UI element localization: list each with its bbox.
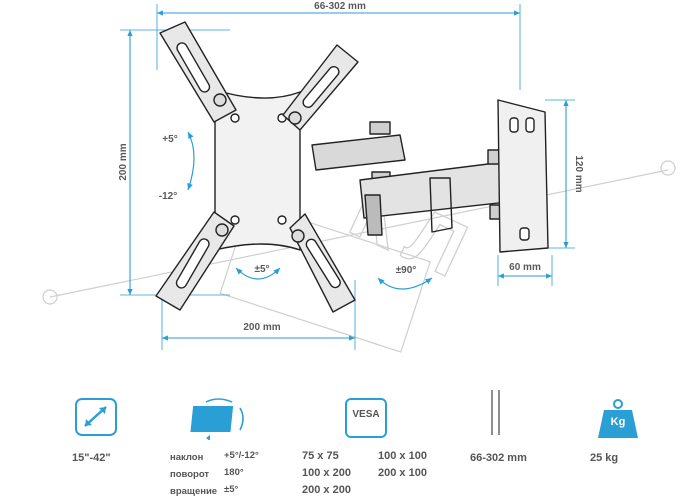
dim-swivel: ±90°: [396, 265, 417, 276]
weight-icon: Kg: [596, 398, 640, 440]
max-load-text: 25 kg: [590, 452, 619, 464]
tilt-value: +5°/-12°: [224, 450, 259, 461]
tilt-label: наклон: [170, 452, 204, 463]
rotation-arrows: [187, 131, 433, 290]
dimension-lines: [120, 4, 575, 350]
dim-depth: 60 mm: [509, 262, 541, 273]
dim-top-width: 66-302 mm: [314, 1, 366, 12]
swivel-label: поворот: [170, 469, 210, 480]
swivel-value: 180°: [224, 467, 244, 478]
spec-icon-lines: [491, 390, 500, 435]
vesa-icon: VESA: [345, 398, 387, 438]
wall-distance-text: 66-302 mm: [470, 452, 527, 464]
dim-bottom-width: 200 mm: [243, 322, 280, 333]
tilt-swivel-icon: [188, 398, 252, 441]
vesa-col2-row2: 200 x 100: [378, 467, 427, 479]
bracket-drawing: [155, 21, 549, 313]
screen-size-text: 15"-42": [72, 452, 111, 464]
dim-tilt-down: -12°: [159, 191, 177, 202]
screen-size-icon: [75, 398, 117, 436]
vesa-col1-row1: 75 x 75: [302, 450, 339, 462]
weight-badge: Kg: [610, 416, 626, 428]
rotation-label: вращение: [170, 486, 218, 497]
rotation-value: ±5°: [224, 484, 239, 495]
dim-tilt-up: +5°: [162, 134, 177, 145]
vesa-col1-row3: 200 x 200: [302, 484, 351, 496]
vesa-col2-row1: 100 x 100: [378, 450, 427, 462]
dim-rotation: ±5°: [254, 264, 269, 275]
vesa-badge: VESA: [352, 409, 380, 420]
dim-left-height: 200 mm: [118, 143, 129, 180]
dim-right-height: 120 mm: [573, 155, 584, 192]
vesa-col1-row2: 100 x 200: [302, 467, 351, 479]
